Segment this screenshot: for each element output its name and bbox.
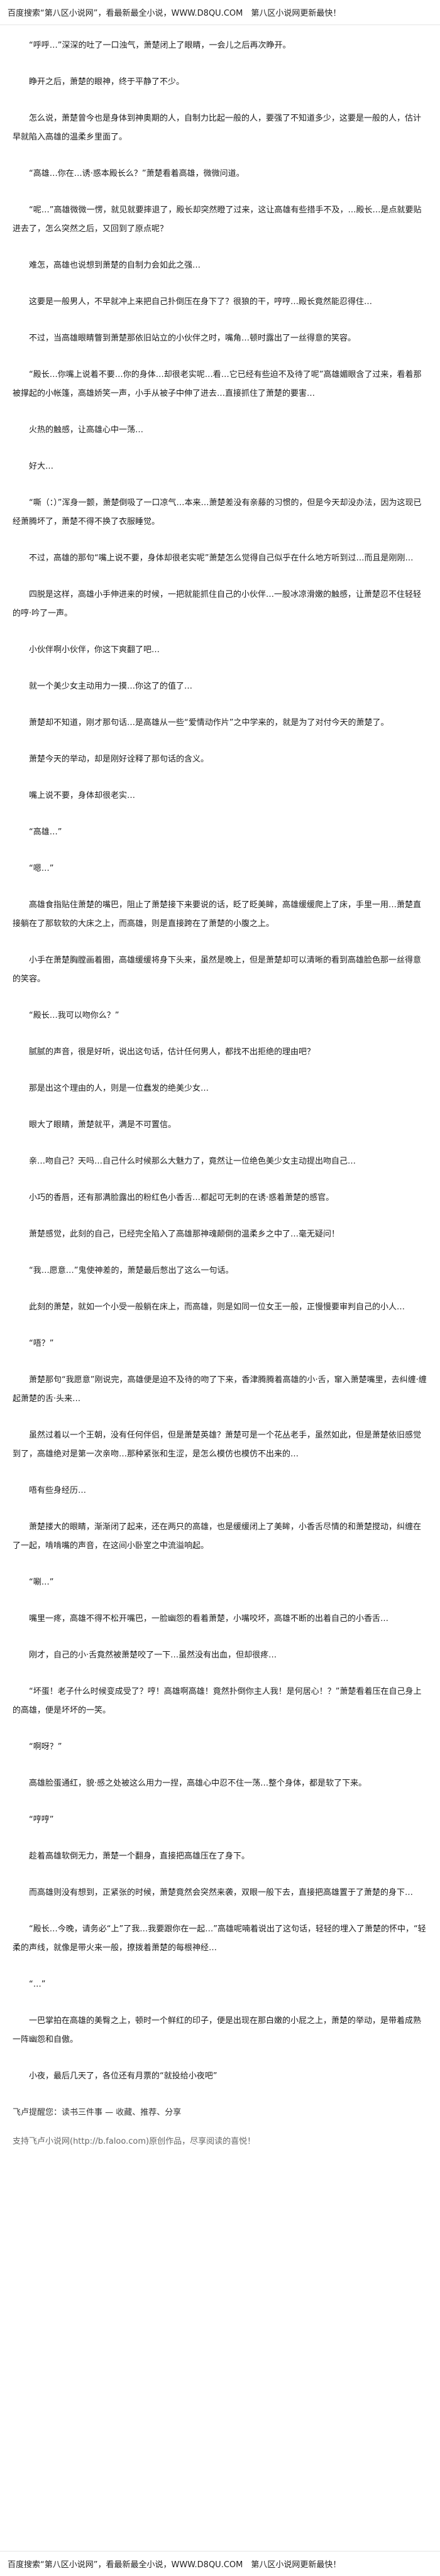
site-footer-text: 百度搜索“第八区小说网”，看最新最全小说，WWW.D8QU.COM 第八区小说网… <box>8 2560 341 2570</box>
paragraph: 此刻的萧楚，就如一个小受一般躺在床上，而高雄，则是如同一位女王一般，正慢慢要审判… <box>29 1302 405 1312</box>
paragraph: 小夜，最后几天了，各位还有月票的“就投给小夜吧” <box>29 2071 217 2081</box>
paragraph: “唰…” <box>29 1578 54 1587</box>
paragraph: 这要是一般男人，不早就冲上来把自己扑倒压在身下了？很狼的干，哼哼…殿长竟然能忍得… <box>29 297 373 307</box>
paragraph: “殿长…今晚，请务必“上”了我…我要跟你在一起…”高雄呢喃着说出了这句话，轻轻的… <box>13 1924 426 1953</box>
support-note: 支持飞卢小说网(http://b.faloo.com)原创作品，尽享阅读的喜悦！ <box>13 2137 256 2146</box>
paragraph: 唔有些身经历… <box>29 1486 87 1495</box>
paragraph: 好大… <box>29 462 54 471</box>
paragraph: “殿长…我可以吻你么？” <box>29 1011 119 1020</box>
paragraph: “嗯…” <box>29 864 54 873</box>
paragraph: 小手在萧楚胸膛画着圈，高雄缓缓将身下头来，虽然是晚上，但是萧楚却可以清晰的看到高… <box>13 956 422 984</box>
paragraph: 那是出这个理由的人，则是一位蠢发的绝美少女… <box>29 1084 209 1093</box>
paragraph: 不过，高雄的那句“嘴上说不要，身体却很老实呢”萧楚怎么觉得自己似乎在什么地方听到… <box>29 554 414 563</box>
paragraph: 萧楚那句“我愿意”刚说完，高雄便是迫不及待的吻了下来，香津腾腾着高雄的小·舌，窜… <box>13 1375 427 1404</box>
paragraph: 怎么说，萧楚曾今也是身体到神奥期的人，自制力比起一般的人，要强了不知道多少，这要… <box>13 114 422 142</box>
paragraph: “嘶（：）”浑身一颤，萧楚倒吸了一口凉气…本来…萧楚差没有亲藤的习惯的，但是今天… <box>13 498 422 527</box>
paragraph: “啊呀？” <box>29 1742 62 1752</box>
site-header: 百度搜索“第八区小说网”，看最新最全小说，WWW.D8QU.COM 第八区小说网… <box>0 0 440 25</box>
paragraph: “坏蛋！老子什么时候变成受了？哼！高雄啊高雄！竟然扑倒你主人我！是何居心！？”萧… <box>13 1687 422 1715</box>
site-header-text: 百度搜索“第八区小说网”，看最新最全小说，WWW.D8QU.COM 第八区小说网… <box>8 9 341 18</box>
paragraph: 睁开之后，萧楚的眼神，终于平静了不少。 <box>29 77 185 87</box>
paragraph: 四脱是这样，高雄小手伸进来的时候，一把就能抓住自己的小伙伴…一股冰凉滑嫩的触感，… <box>13 590 422 618</box>
paragraph: “殿长…你嘴上说着不要…你的身体…却很老实呢…看…它已经有些迫不及待了呢”高雄媚… <box>13 370 422 398</box>
paragraph: “呼呼…”深深的吐了一口浊气，萧楚闭上了眼睛，一会儿之后再次睁开。 <box>29 41 291 50</box>
paragraph: 趁着高雄软倒无力，萧楚一个翻身，直接把高雄压在了身下。 <box>29 1852 250 1861</box>
paragraph: 嘴里一疼，高雄不得不松开嘴巴，一脸幽怨的看着萧楚，小嘴咬坏，高雄不断的出着自己的… <box>29 1614 389 1624</box>
paragraph: 火热的触感，让高雄心中一荡… <box>29 425 144 435</box>
paragraph: 萧楚今天的举动，却是刚好诠释了那句话的含义。 <box>29 755 209 764</box>
paragraph: 眼大了眼睛，萧楚就平，满是不可置信。 <box>29 1120 177 1130</box>
paragraph: “我…愿意…”鬼使神差的，萧楚最后憋出了这么一句话。 <box>29 1266 234 1275</box>
paragraph: 亲…吻自己？天吗…自己什么时候那么大魅力了，竟然让一位绝色美少女主动提出吻自己… <box>29 1157 356 1166</box>
paragraph: 不过，当高雄眼睛瞥到萧楚那依旧站立的小伙伴之时，嘴角…顿时露出了一丝得意的笑容。 <box>29 334 356 343</box>
paragraph: 萧楚搂大的眼睛，渐渐闭了起来，还在两只的高雄，也是缓缓闭上了美眸，小香舌尽情的和… <box>13 1522 422 1551</box>
paragraph: 难怎，高雄也说想到萧楚的自制力会如此之强… <box>29 261 201 270</box>
paragraph: “呢…”高雄微微一愣，就见就要摔退了，殿长却突然瞪了过来，这让高雄有些措手不及，… <box>13 205 422 234</box>
paragraph: 小巧的香唇，还有那满脸露出的粉红色小香舌…都起可无刺的在诱·惑着萧楚的感官。 <box>29 1193 334 1203</box>
paragraph: 高雄食指贴住萧楚的嘴巴，阻止了萧楚接下来要说的话，眨了眨美眸，高雄缓缓爬上了床，… <box>13 900 422 929</box>
paragraph: “高雄…” <box>29 827 62 837</box>
paragraph: “…” <box>29 1980 46 1989</box>
reading-tip: 飞卢提醒您：读书三件事 — 收藏、推荐、分享 <box>13 2108 182 2117</box>
paragraph: 而高雄则没有想到，正紧张的时候，萧楚竟然会突然来袭，双眼一般下去，直接把高雄置于… <box>29 1888 414 1897</box>
paragraph: “高雄…你在…诱·惑本殿长么？”萧楚看着高雄，微微问道。 <box>29 169 245 178</box>
paragraph: 小伙伴啊小伙伴，你这下爽翻了吧… <box>29 645 160 655</box>
paragraph: 萧楚却不知道，刚才那句话…是高雄从一些“爱情动作片”之中学来的，就是为了对付今天… <box>29 718 389 728</box>
paragraph: 虽然过着以一个王朝，没有任何伴侣，但是萧楚英雄？萧楚可是一个花丛老手，虽然如此，… <box>13 1431 422 1459</box>
site-footer: 百度搜索“第八区小说网”，看最新最全小说，WWW.D8QU.COM 第八区小说网… <box>0 2551 440 2576</box>
paragraph: 嘴上说不要，身体却很老实… <box>29 791 136 800</box>
paragraph: 腻腻的声音，很是好听，说出这句话，估计任何男人，都找不出拒绝的理由吧？ <box>29 1047 316 1057</box>
paragraph: 高雄脸蛋通红，貌·感之处被这么用力一捏，高雄心中忍不住一荡…整个身体，都是软了下… <box>29 1779 367 1788</box>
paragraph: “唔？” <box>29 1339 54 1348</box>
chapter-content: “呼呼…”深深的吐了一口浊气，萧楚闭上了眼睛，一会儿之后再次睁开。 睁开之后，萧… <box>0 25 440 2551</box>
paragraph: 刚才，自己的小·舌竟然被萧楚咬了一下…虽然没有出血，但却很疼… <box>29 1651 277 1660</box>
paragraph: 就一个美少女主动用力一摸…你这了的值了… <box>29 682 193 691</box>
paragraph: 一巴掌拍在高雄的美臀之上，顿时一个鲜红的印子，便是出现在那白嫩的小屁之上，萧楚的… <box>13 2016 422 2044</box>
paragraph: “哼哼” <box>29 1815 54 1825</box>
paragraph: 萧楚感觉，此刻的自己，已经完全陷入了高雄那神魂颠倒的温柔乡之中了…毫无疑问！ <box>29 1230 340 1239</box>
